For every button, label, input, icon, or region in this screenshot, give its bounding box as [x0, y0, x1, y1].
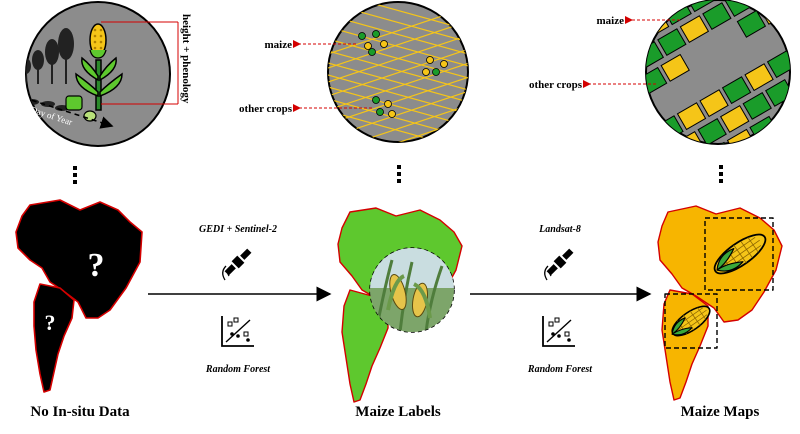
callout-other-right: other crops — [529, 79, 583, 91]
scatter-model-icon — [221, 316, 254, 347]
map-maize-labels — [337, 207, 463, 403]
corn-field-illustration — [370, 248, 454, 332]
map-circle — [583, 0, 791, 145]
arrow-1-bottom-label: Random Forest — [205, 364, 271, 375]
question-mark-large: ? — [88, 247, 105, 284]
arrow-2-top-label: Landsat-8 — [538, 224, 581, 235]
satellite-icon-2 — [544, 248, 574, 281]
arrow-2-bottom-label: Random Forest — [527, 364, 593, 375]
corn-cob-icon — [713, 233, 767, 275]
satellite-icon — [222, 248, 252, 281]
callout-other-middle: other crops — [239, 103, 293, 115]
callout-maize-middle: maize — [265, 39, 293, 51]
ellipsis-right — [719, 165, 723, 183]
maize-plant-icon — [75, 23, 123, 111]
ellipsis-left — [73, 166, 77, 184]
scatter-model-icon-2 — [542, 316, 575, 347]
zoom-box-1 — [704, 217, 774, 291]
label-circle — [293, 1, 469, 143]
caption-no-data: No In-situ Data — [30, 404, 130, 420]
height-phenology-label: height + phenology — [180, 14, 192, 104]
caption-maize-maps: Maize Maps — [681, 404, 760, 420]
arrow-1-top-label: GEDI + Sentinel-2 — [199, 224, 277, 235]
corn-cob-icon-2 — [671, 305, 711, 337]
zoom-box-2 — [664, 293, 718, 349]
ellipsis-middle — [397, 165, 401, 183]
map-maize-maps — [657, 205, 783, 401]
growth-circle — [25, 1, 179, 147]
sample-points — [358, 30, 448, 118]
question-mark-small: ? — [45, 310, 56, 335]
caption-maize-labels: Maize Labels — [355, 404, 441, 420]
map-no-data — [15, 199, 143, 393]
callout-maize-right: maize — [597, 15, 625, 27]
